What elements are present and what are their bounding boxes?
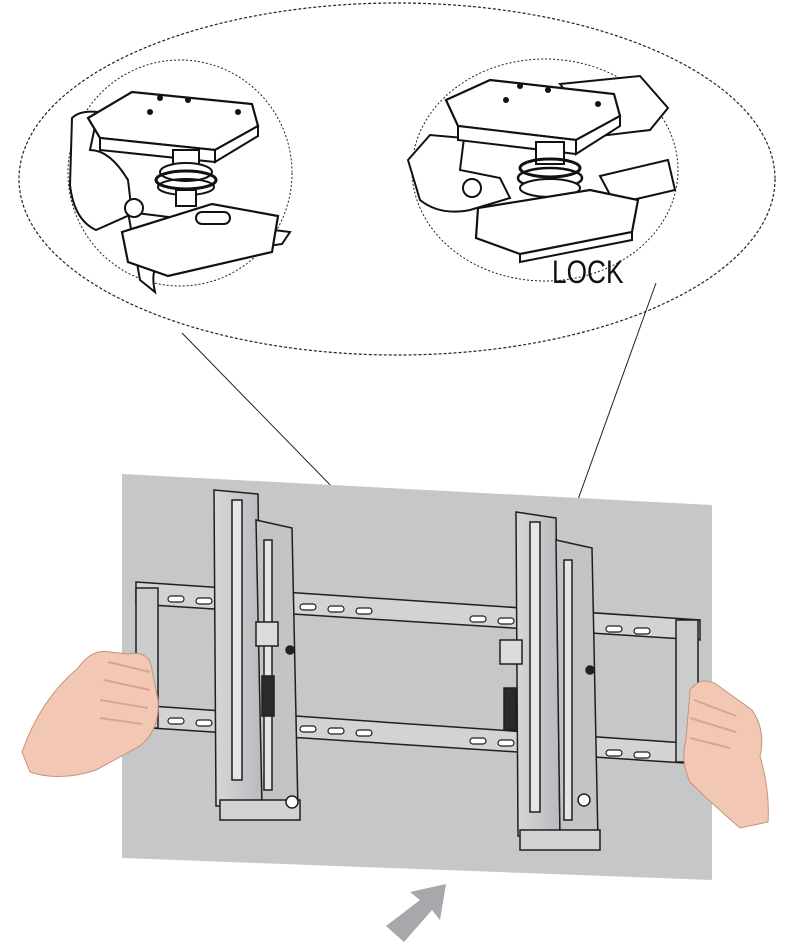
lock-label: LOCK [552, 254, 624, 290]
bracket-unlocked-icon [67, 59, 293, 295]
right-hand [683, 680, 769, 829]
hand-icon [21, 650, 769, 829]
tv-panel [122, 474, 712, 880]
mounting-arm-right [499, 511, 601, 851]
bracket-locked-icon [406, 58, 679, 282]
left-hand [21, 650, 159, 778]
mounting-arm-left [213, 489, 301, 821]
push-up-arrow-icon [386, 884, 446, 942]
